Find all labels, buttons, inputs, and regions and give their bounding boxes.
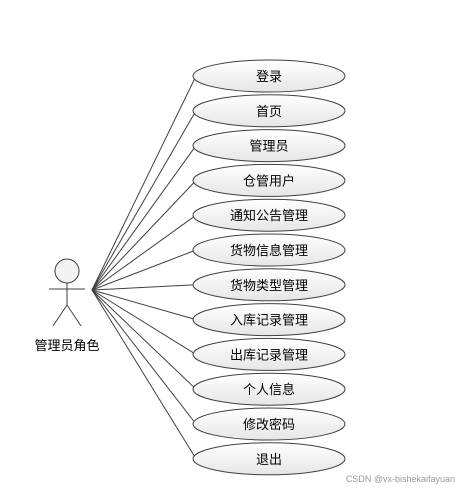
use-case: 货物信息管理 [192, 233, 346, 267]
use-case-label: 仓管用户 [243, 173, 295, 189]
association-line [91, 284, 197, 291]
use-case-label: 个人信息 [243, 382, 295, 398]
use-case: 入库记录管理 [192, 303, 346, 337]
association-line [91, 289, 197, 390]
watermark: CSDN @vx-bishekaifayuan [345, 474, 455, 484]
association-line [91, 249, 197, 291]
use-case-ellipse [192, 303, 346, 337]
use-case-label: 管理员 [249, 140, 288, 155]
use-case: 登录 [192, 59, 346, 93]
actor-head [54, 258, 80, 284]
use-case-label: 货物类型管理 [230, 278, 308, 294]
use-case-label: 退出 [256, 453, 282, 468]
use-case-list: 登录首页管理员仓管用户通知公告管理货物信息管理货物类型管理入库记录管理出库记录管… [192, 59, 346, 476]
use-case-ellipse [192, 163, 346, 197]
association-line [91, 289, 197, 425]
use-case-ellipse [192, 372, 346, 406]
use-case-ellipse [192, 129, 346, 163]
association-line [91, 145, 197, 291]
use-case-ellipse [192, 442, 346, 476]
use-case-label: 出库记录管理 [230, 347, 308, 363]
association-line [91, 75, 197, 291]
use-case-label: 通知公告管理 [230, 208, 308, 224]
use-case-ellipse [192, 94, 346, 128]
actor-right-leg [66, 304, 82, 327]
use-case-ellipse [192, 198, 346, 232]
use-case-ellipse [192, 407, 346, 441]
association-line [91, 180, 197, 291]
actor-left-leg [52, 304, 68, 327]
use-case: 仓管用户 [192, 163, 346, 197]
actor-stick-figure [49, 258, 85, 327]
use-case-ellipse [192, 337, 346, 371]
use-case: 出库记录管理 [192, 337, 346, 371]
use-case-label: 登录 [256, 70, 282, 85]
use-case-label: 入库记录管理 [230, 313, 308, 329]
use-case: 首页 [192, 94, 346, 128]
use-case: 货物类型管理 [192, 268, 346, 302]
use-case-ellipse [192, 268, 346, 302]
association-line [91, 289, 197, 460]
use-case: 个人信息 [192, 372, 346, 406]
association-line [91, 214, 197, 291]
association-line [91, 289, 197, 355]
use-case-ellipse [192, 59, 346, 93]
use-case-label: 首页 [256, 105, 282, 120]
use-case: 修改密码 [192, 407, 346, 441]
use-case-label: 货物信息管理 [230, 243, 308, 259]
use-case-ellipse [192, 233, 346, 267]
use-case: 退出 [192, 442, 346, 476]
use-case: 管理员 [192, 129, 346, 163]
actor-label: 管理员角色 [34, 338, 99, 354]
use-case-label: 修改密码 [243, 417, 295, 433]
association-lines [91, 75, 197, 460]
association-line [91, 289, 197, 321]
association-line [91, 110, 197, 291]
use-case: 通知公告管理 [192, 198, 346, 232]
